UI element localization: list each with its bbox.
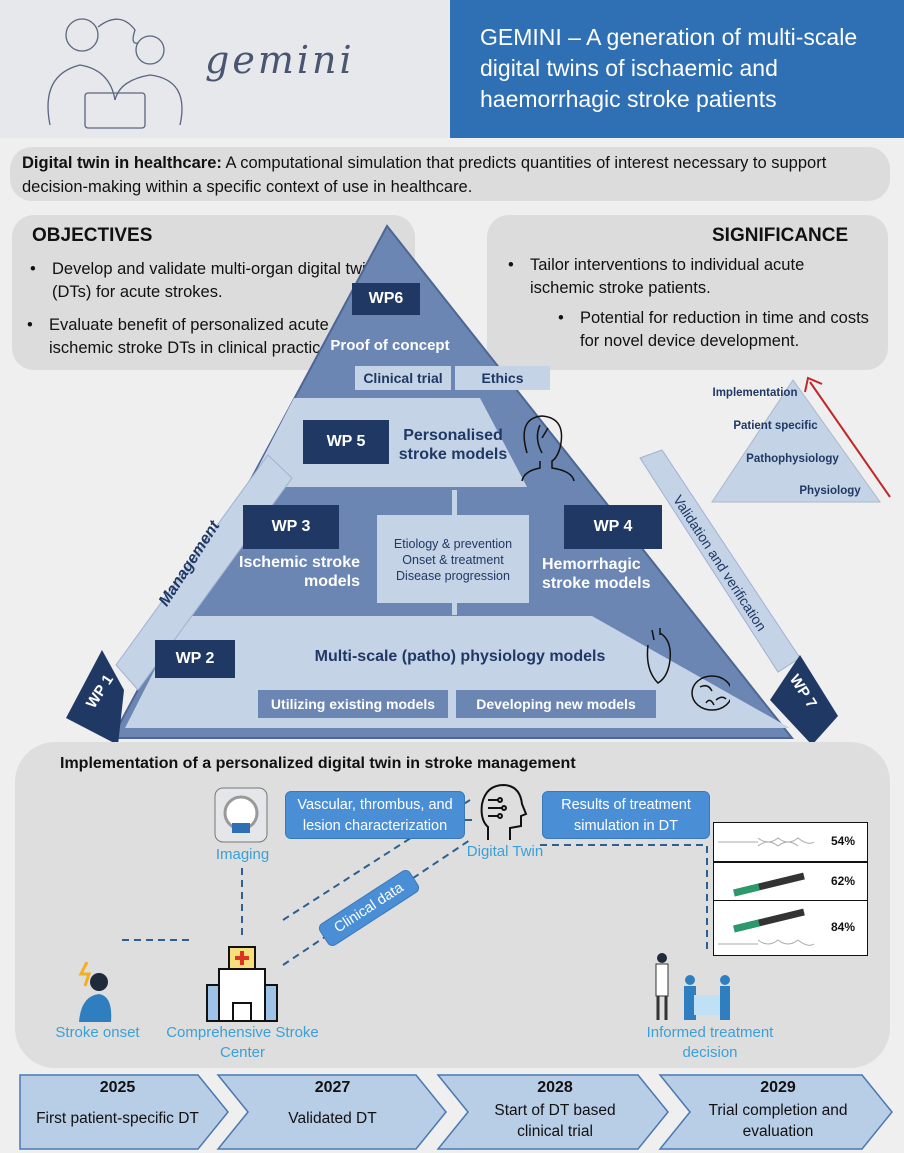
objectives-title: OBJECTIVES	[32, 225, 153, 246]
result-value: 84%	[830, 920, 855, 934]
timeline-text: Start of DT based clinical trial	[494, 1102, 616, 1140]
surgeons-icon	[655, 953, 730, 1020]
head-vascular-icon	[521, 415, 575, 482]
definition-panel: Digital twin in healthcare: A computatio…	[10, 147, 890, 201]
logo-text: gemini	[205, 38, 355, 82]
decision-label: Informed treatment decision	[646, 1024, 774, 1061]
result-value: 54%	[830, 834, 855, 848]
arrow-twin-to-decision	[540, 844, 708, 950]
timeline-chevrons	[19, 1074, 893, 1150]
timeline-text: Validated DT	[288, 1110, 377, 1127]
definition-text: A computational simulation that predicts…	[22, 154, 827, 196]
significance-title: SIGNIFICANCE	[712, 225, 849, 246]
page-title: GEMINI – A generation of multi-scale dig…	[450, 0, 904, 138]
result-row-1: 54%	[713, 822, 868, 862]
significance-panel: SIGNIFICANCE Tailor interventions to ind…	[487, 215, 888, 370]
wp4-title: Hemorrhagic stroke models	[542, 556, 651, 592]
mini-level-patient-specific: Patient specific	[733, 420, 818, 432]
digital-twin-head-icon	[480, 783, 528, 840]
wp5-title: Personalised stroke models	[398, 427, 508, 463]
objective-item: Develop and validate multi-organ digital…	[30, 258, 392, 304]
wp1-block	[66, 650, 124, 745]
wp2-title: Multi-scale (patho) physiology models	[314, 648, 606, 665]
hospital-icon	[206, 946, 278, 1022]
researchers-sketch-icon	[47, 18, 183, 129]
result-row-2: 62%	[713, 862, 868, 902]
timeline-year: 2025	[99, 1079, 136, 1096]
csc-label: Comprehensive Stroke Center	[166, 1024, 319, 1061]
stroke-patient-icon	[78, 961, 112, 1022]
catheter-icon	[733, 872, 805, 897]
catheter-icon	[733, 908, 805, 933]
stent-retriever-icon	[718, 939, 815, 946]
new-models-box: Developing new models	[456, 690, 656, 718]
wp6-badge: WP6	[352, 283, 420, 315]
result-value: 62%	[830, 874, 855, 888]
wp3-badge: WP 3	[243, 505, 339, 549]
digital-twin-label: Digital Twin	[466, 843, 544, 860]
stent-retriever-icon	[718, 837, 815, 847]
chevron-2028	[436, 1074, 669, 1150]
phase-item: Etiology & prevention	[393, 537, 513, 551]
definition-term: Digital twin in healthcare:	[22, 154, 222, 172]
existing-models-box: Utilizing existing models	[258, 690, 448, 718]
phase-item: Disease progression	[396, 569, 510, 583]
result-row-3: 84%	[713, 900, 868, 956]
wp7-block	[770, 655, 838, 745]
timeline-text: Trial completion and evaluation	[708, 1102, 848, 1140]
wp6-title: Proof of concept	[330, 337, 450, 354]
timeline-year: 2029	[760, 1079, 796, 1096]
timeline-year: 2027	[314, 1079, 351, 1096]
wp4-badge: WP 4	[564, 505, 662, 549]
mini-level-implementation: Implementation	[712, 387, 798, 399]
stroke-phases-box: Etiology & prevention Onset & treatment …	[377, 515, 529, 603]
ethics-box: Ethics	[455, 366, 550, 390]
phase-item: Onset & treatment	[402, 553, 504, 567]
mini-level-physiology: Physiology	[799, 485, 861, 497]
timeline-text: First patient-specific DT	[36, 1110, 199, 1127]
implementation-title: Implementation of a personalized digital…	[60, 755, 576, 772]
progress-arrow	[809, 381, 891, 498]
timeline-year: 2028	[537, 1079, 573, 1096]
imaging-label: Imaging	[215, 846, 270, 863]
logo-area: gemini	[0, 0, 450, 138]
wp5-badge: WP 5	[303, 420, 389, 464]
significance-item: Tailor interventions to individual acute…	[508, 254, 870, 300]
ct-scanner-icon	[214, 787, 268, 843]
stroke-onset-label: Stroke onset	[55, 1024, 140, 1041]
characterization-box: Vascular, thrombus, and lesion character…	[285, 791, 465, 839]
chevron-2029	[658, 1074, 893, 1150]
mini-level-pathophysiology: Pathophysiology	[746, 453, 839, 465]
wp2-badge: WP 2	[155, 640, 235, 678]
arrow-head-icon	[804, 376, 823, 393]
mini-pyramid	[711, 379, 881, 503]
significance-item: Potential for reduction in time and cost…	[558, 307, 880, 353]
objective-item: Evaluate benefit of personalized acute i…	[27, 314, 379, 360]
objectives-panel: OBJECTIVES Develop and validate multi-or…	[12, 215, 415, 370]
wp3-title: Ischemic stroke models	[239, 554, 360, 590]
chevron-2025	[19, 1074, 229, 1150]
results-box: Results of treatment simulation in DT	[542, 791, 710, 839]
heart-brain-icon	[646, 628, 730, 711]
clinical-trial-box: Clinical trial	[355, 366, 451, 390]
chevron-2027	[216, 1074, 447, 1150]
